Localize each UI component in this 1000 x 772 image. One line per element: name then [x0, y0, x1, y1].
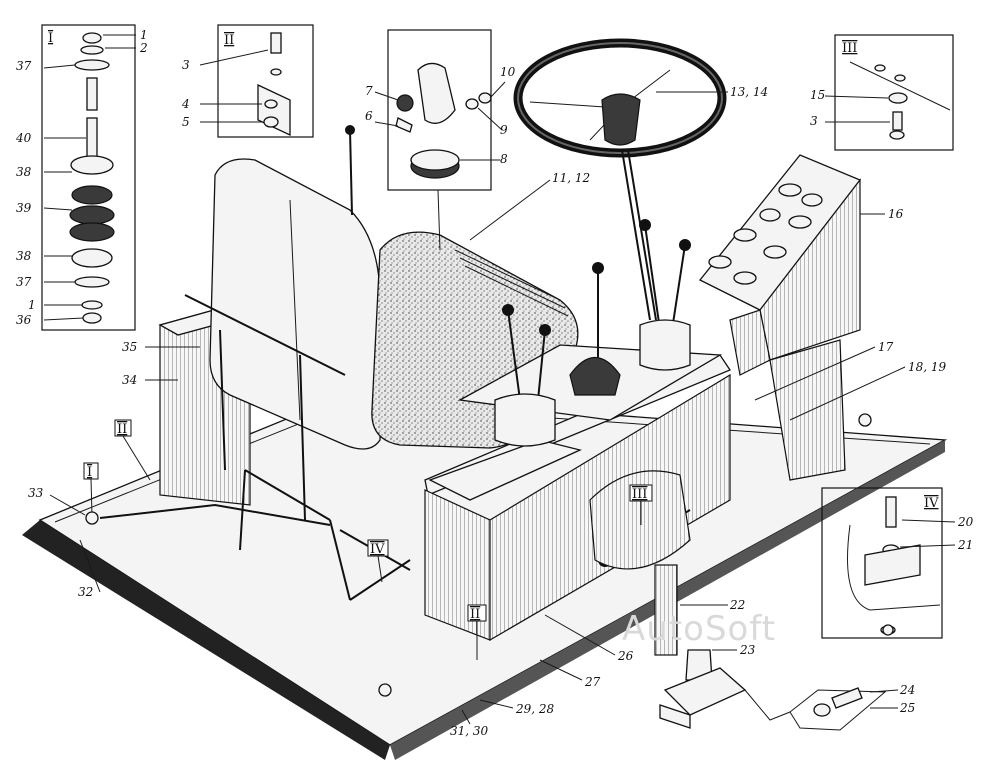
label-13-14: 13, 14 — [730, 85, 768, 99]
label-26: 26 — [617, 649, 634, 663]
label-35: 35 — [122, 340, 137, 354]
label-16: 16 — [888, 207, 904, 221]
label-2: 2 — [139, 41, 148, 55]
base-bolts — [85, 413, 894, 697]
label-27: 27 — [584, 675, 601, 689]
label-3-III: 3 — [810, 114, 818, 128]
label-21: 21 — [957, 538, 973, 552]
label-25: 25 — [899, 701, 915, 715]
label-32: 32 — [78, 585, 93, 599]
label-3-II: 3 — [182, 58, 190, 72]
label-18-19: 18, 19 — [908, 360, 947, 374]
marker-II-left: II — [117, 422, 127, 437]
label-4: 4 — [181, 97, 190, 111]
label-37-top: 37 — [16, 59, 32, 73]
label-39: 39 — [16, 201, 32, 215]
floor-opening — [589, 470, 691, 570]
label-1-bottom: 1 — [28, 298, 36, 312]
label-9: 9 — [500, 123, 508, 137]
watermark: AutoSoft — [622, 609, 776, 649]
label-20: 20 — [957, 515, 974, 529]
inset-IV: IV 20 21 — [821, 487, 974, 639]
inset-detail-pedal: 7 6 10 9 8 — [365, 29, 516, 251]
label-38-top: 38 — [16, 165, 32, 179]
inset-III: III 15 3 — [810, 34, 954, 151]
inset-II: II 3 4 5 — [181, 24, 314, 138]
right-support-pillar — [769, 339, 846, 481]
lower-column — [654, 564, 678, 656]
inset-IV-roman: IV — [924, 496, 939, 511]
marker-IV: IV — [370, 542, 385, 557]
inset-I: I 1 2 37 40 38 39 38 37 1 36 — [15, 24, 148, 331]
label-11-12: 11, 12 — [552, 171, 590, 185]
label-36: 36 — [16, 313, 32, 327]
label-37-bottom: 37 — [16, 275, 32, 289]
marker-I: I — [87, 465, 92, 480]
marker-III: III — [632, 487, 647, 502]
main-callouts: 13, 14 11, 12 16 17 18, 19 35 34 33 32 2… — [28, 85, 947, 738]
inset-I-roman: I — [48, 31, 53, 46]
view-markers: II I IV II III — [83, 419, 653, 660]
bolt-stack — [69, 32, 115, 324]
label-15: 15 — [810, 88, 825, 102]
label-7: 7 — [365, 84, 373, 98]
label-10: 10 — [500, 65, 516, 79]
label-34: 34 — [122, 373, 137, 387]
label-6: 6 — [365, 109, 373, 123]
label-38-bottom: 38 — [16, 249, 32, 263]
label-17: 17 — [878, 340, 894, 354]
label-29-28: 29, 28 — [515, 702, 555, 716]
inset-II-roman: II — [224, 33, 234, 48]
steering-wheel — [513, 38, 727, 321]
seat-assembly — [209, 158, 579, 450]
label-1-top: 1 — [140, 28, 148, 42]
marker-II-bottom: II — [470, 607, 480, 622]
gauge-cluster — [708, 183, 823, 285]
label-5: 5 — [182, 115, 190, 129]
instrument-panel — [698, 154, 862, 376]
mounting-bracket — [659, 649, 899, 731]
label-24: 24 — [899, 683, 915, 697]
label-22: 22 — [729, 598, 745, 612]
label-40: 40 — [15, 131, 32, 145]
label-33: 33 — [28, 486, 44, 500]
label-31-30: 31, 30 — [450, 724, 489, 738]
label-23: 23 — [739, 643, 756, 657]
label-8: 8 — [500, 152, 508, 166]
inset-III-roman: III — [842, 41, 857, 56]
